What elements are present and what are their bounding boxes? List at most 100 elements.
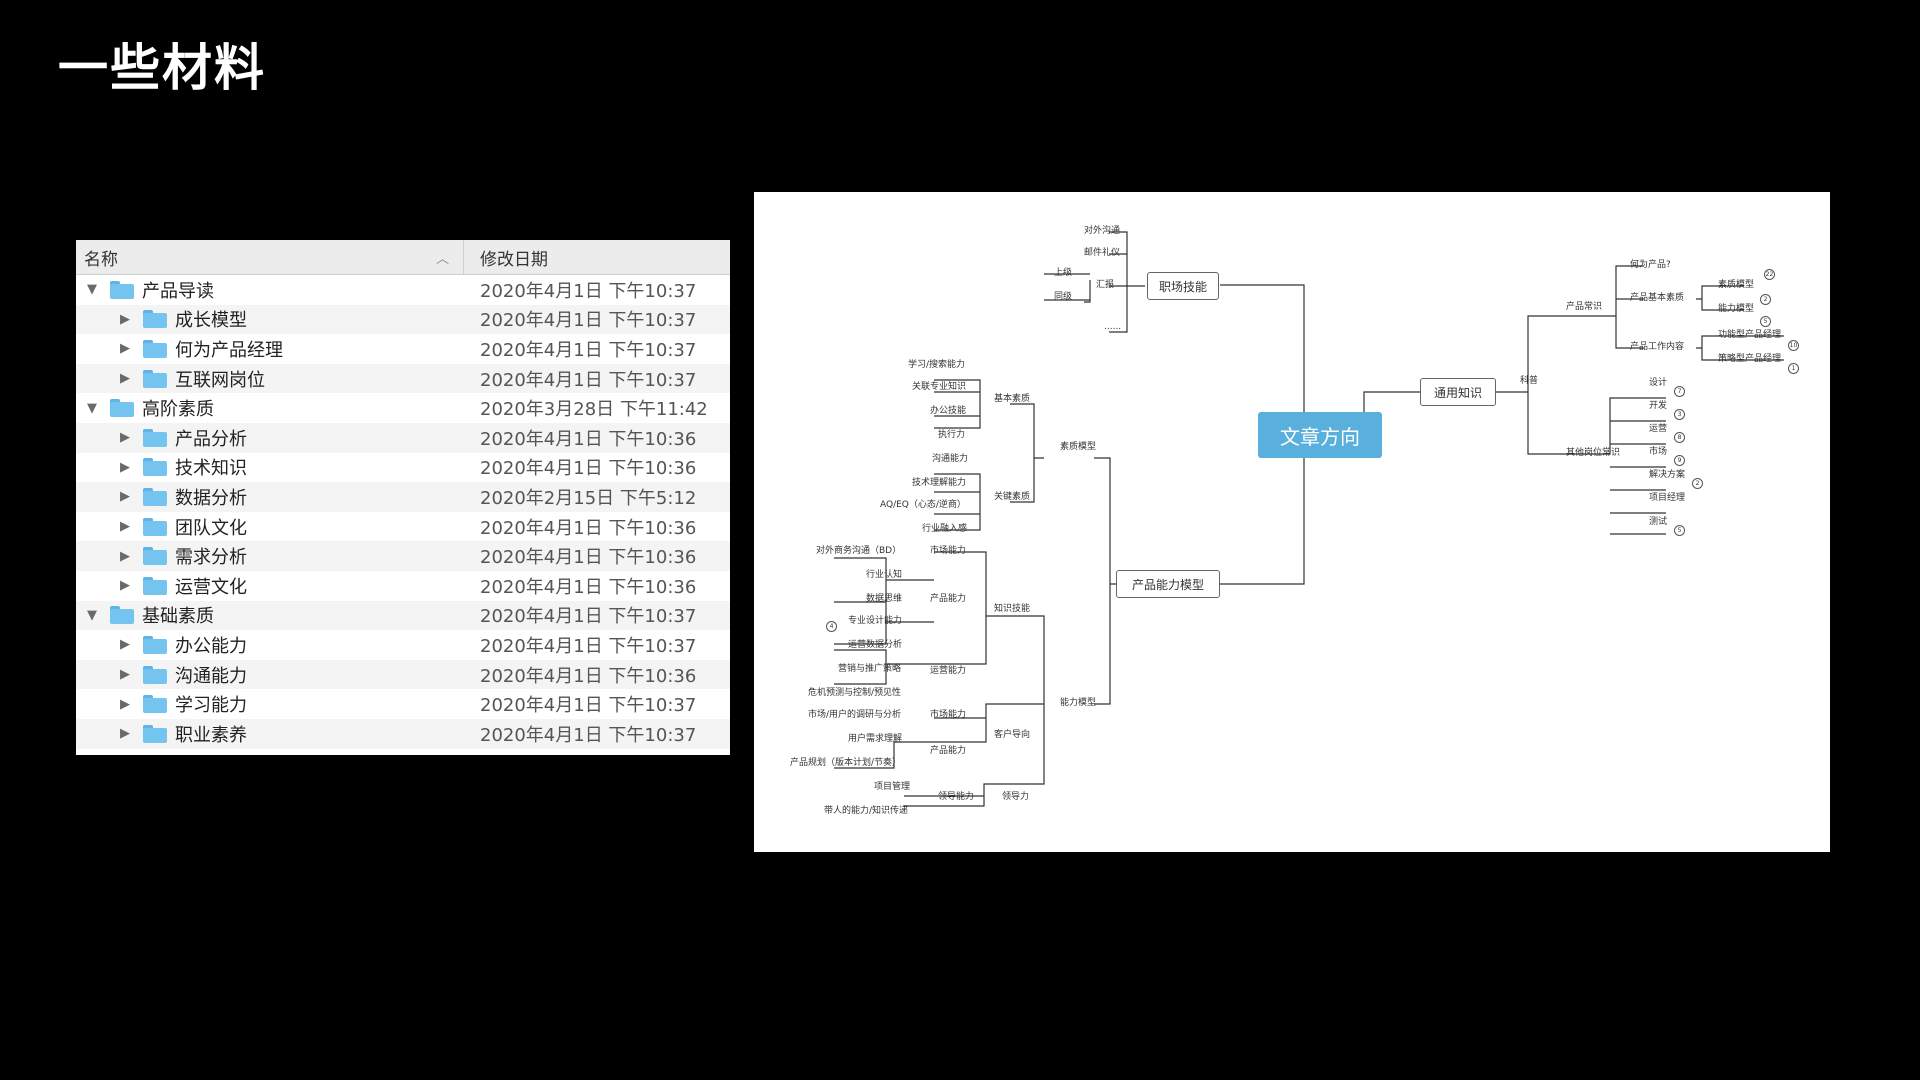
name-column-header[interactable]: 名称 ︿ [76,240,464,274]
folder-name-cell: ▼高阶素质 [76,395,464,421]
mm-label: 市场能力 [930,546,967,556]
disclosure-expanded-icon[interactable]: ▼ [87,400,97,416]
mm-label: 对外沟通 [1084,226,1121,236]
modified-date-cell: 2020年4月1日 下午10:36 [480,665,697,687]
folder-label: 产品分析 [175,428,247,450]
folder-name-cell: ▶沟通能力 [76,662,464,688]
folder-label: 运营文化 [175,576,247,598]
folder-icon [143,487,167,506]
folder-row[interactable]: ▶互联网岗位 2020年4月1日 下午10:37 [76,363,730,394]
mm-label: 上级 [1054,268,1073,278]
disclosure-collapsed-icon[interactable]: ▶ [120,726,130,742]
mm-label: 产品规划（版本计划/节奏） [790,758,902,768]
mm-label: 技术理解能力 [912,478,967,488]
mm-label: 项目管理 [874,782,911,792]
disclosure-collapsed-icon[interactable]: ▶ [120,489,130,505]
mm-label: 设计 [1649,378,1668,388]
folder-name-cell: ▼ 产品导读 [76,277,464,303]
modified-date-cell: 2020年4月1日 下午10:36 [480,428,697,450]
count-badge: 2 [1692,478,1703,489]
folder-name-cell: ▶需求分析 [76,543,464,569]
mind-map-image: 文章方向 职场技能 通用知识 产品能力模型 对外沟通 邮件礼仪 汇报 上级 同级… [754,192,1830,852]
mm-label: 功能型产品经理 [1718,330,1782,340]
mm-label: 同级 [1054,292,1073,302]
mm-label: 产品能力 [930,746,967,756]
modified-date-cell: 2020年4月1日 下午10:37 [480,310,697,332]
mm-label: 行业融入感 [922,524,968,534]
mm-label: 学习/搜索能力 [908,360,966,370]
mm-label: 项目经理 [1649,493,1686,503]
disclosure-collapsed-icon[interactable]: ▶ [120,459,130,475]
disclosure-collapsed-icon[interactable]: ▶ [120,696,130,712]
folder-name-cell: ▶互联网岗位 [76,366,464,392]
mm-label: 领导力 [1002,792,1030,802]
disclosure-collapsed-icon[interactable]: ▶ [120,430,130,446]
mm-label: 汇报 [1096,280,1115,290]
folder-row[interactable]: ▶沟通能力 2020年4月1日 下午10:36 [76,659,730,690]
modified-date-cell: 2020年3月28日 下午11:42 [480,399,708,421]
mm-label: 其他岗位常识 [1566,448,1621,458]
disclosure-collapsed-icon[interactable]: ▶ [120,637,130,653]
folder-icon [143,369,167,388]
disclosure-collapsed-icon[interactable]: ▶ [120,667,130,683]
mm-label: 策略型产品经理 [1718,354,1782,364]
folder-name-cell: ▶技术知识 [76,454,464,480]
folder-row[interactable]: ▼高阶素质 2020年3月28日 下午11:42 [76,393,730,423]
disclosure-collapsed-icon[interactable]: ▶ [120,578,130,594]
count-badge: 7 [1674,386,1685,397]
disclosure-collapsed-icon[interactable]: ▶ [120,341,130,357]
date-column-header[interactable]: 修改日期 [480,249,548,270]
mm-label: 科普 [1520,376,1539,386]
modified-date-cell: 2020年4月1日 下午10:37 [480,369,697,391]
folder-name-cell: ▶ 学习能力 [76,691,464,717]
modified-date-cell: 2020年4月1日 下午10:36 [480,547,697,569]
mm-label: AQ/EQ（心态/逆商） [880,500,966,510]
mm-label: 素质模型 [1718,280,1755,290]
folder-row[interactable]: ▶ 产品分析 2020年4月1日 下午10:36 [76,422,730,453]
disclosure-expanded-icon[interactable]: ▼ [87,607,97,623]
mind-map-lines [834,231,1784,807]
mm-label: ...... [1104,322,1122,332]
folder-label: 学习能力 [175,695,247,717]
folder-name-cell: ▶团队文化 [76,514,464,540]
folder-name-cell: ▶ 职业素养 [76,721,464,747]
folder-icon [143,458,167,477]
folder-label: 数据分析 [175,487,247,509]
mm-label: 开发 [1649,401,1668,411]
mm-label: 行业认知 [866,570,903,580]
folder-icon [143,517,167,536]
count-badge: 1 [1788,363,1799,374]
disclosure-collapsed-icon[interactable]: ▶ [120,519,130,535]
mm-label: 产品基本素质 [1630,293,1685,303]
folder-label: 职业素养 [175,724,247,746]
folder-icon [143,635,167,654]
mm-label: 数据思维 [866,594,903,604]
disclosure-expanded-icon[interactable]: ▼ [87,282,97,298]
disclosure-collapsed-icon[interactable]: ▶ [120,371,130,387]
count-badge: 5 [1760,316,1771,327]
disclosure-collapsed-icon[interactable]: ▶ [120,548,130,564]
mm-label: 产品工作内容 [1630,342,1685,352]
folder-icon [143,695,167,714]
mm-label: 运营能力 [930,666,967,676]
disclosure-collapsed-icon[interactable]: ▶ [120,311,130,327]
count-badge: 8 [1674,432,1685,443]
mm-label: 运营 [1649,424,1668,434]
count-badge: 4 [826,621,837,632]
folder-label: 产品导读 [142,280,214,302]
folder-row[interactable]: ▶需求分析 2020年4月1日 下午10:36 [76,541,730,571]
folder-name-cell: ▼基础素质 [76,602,464,628]
folder-icon [143,576,167,595]
